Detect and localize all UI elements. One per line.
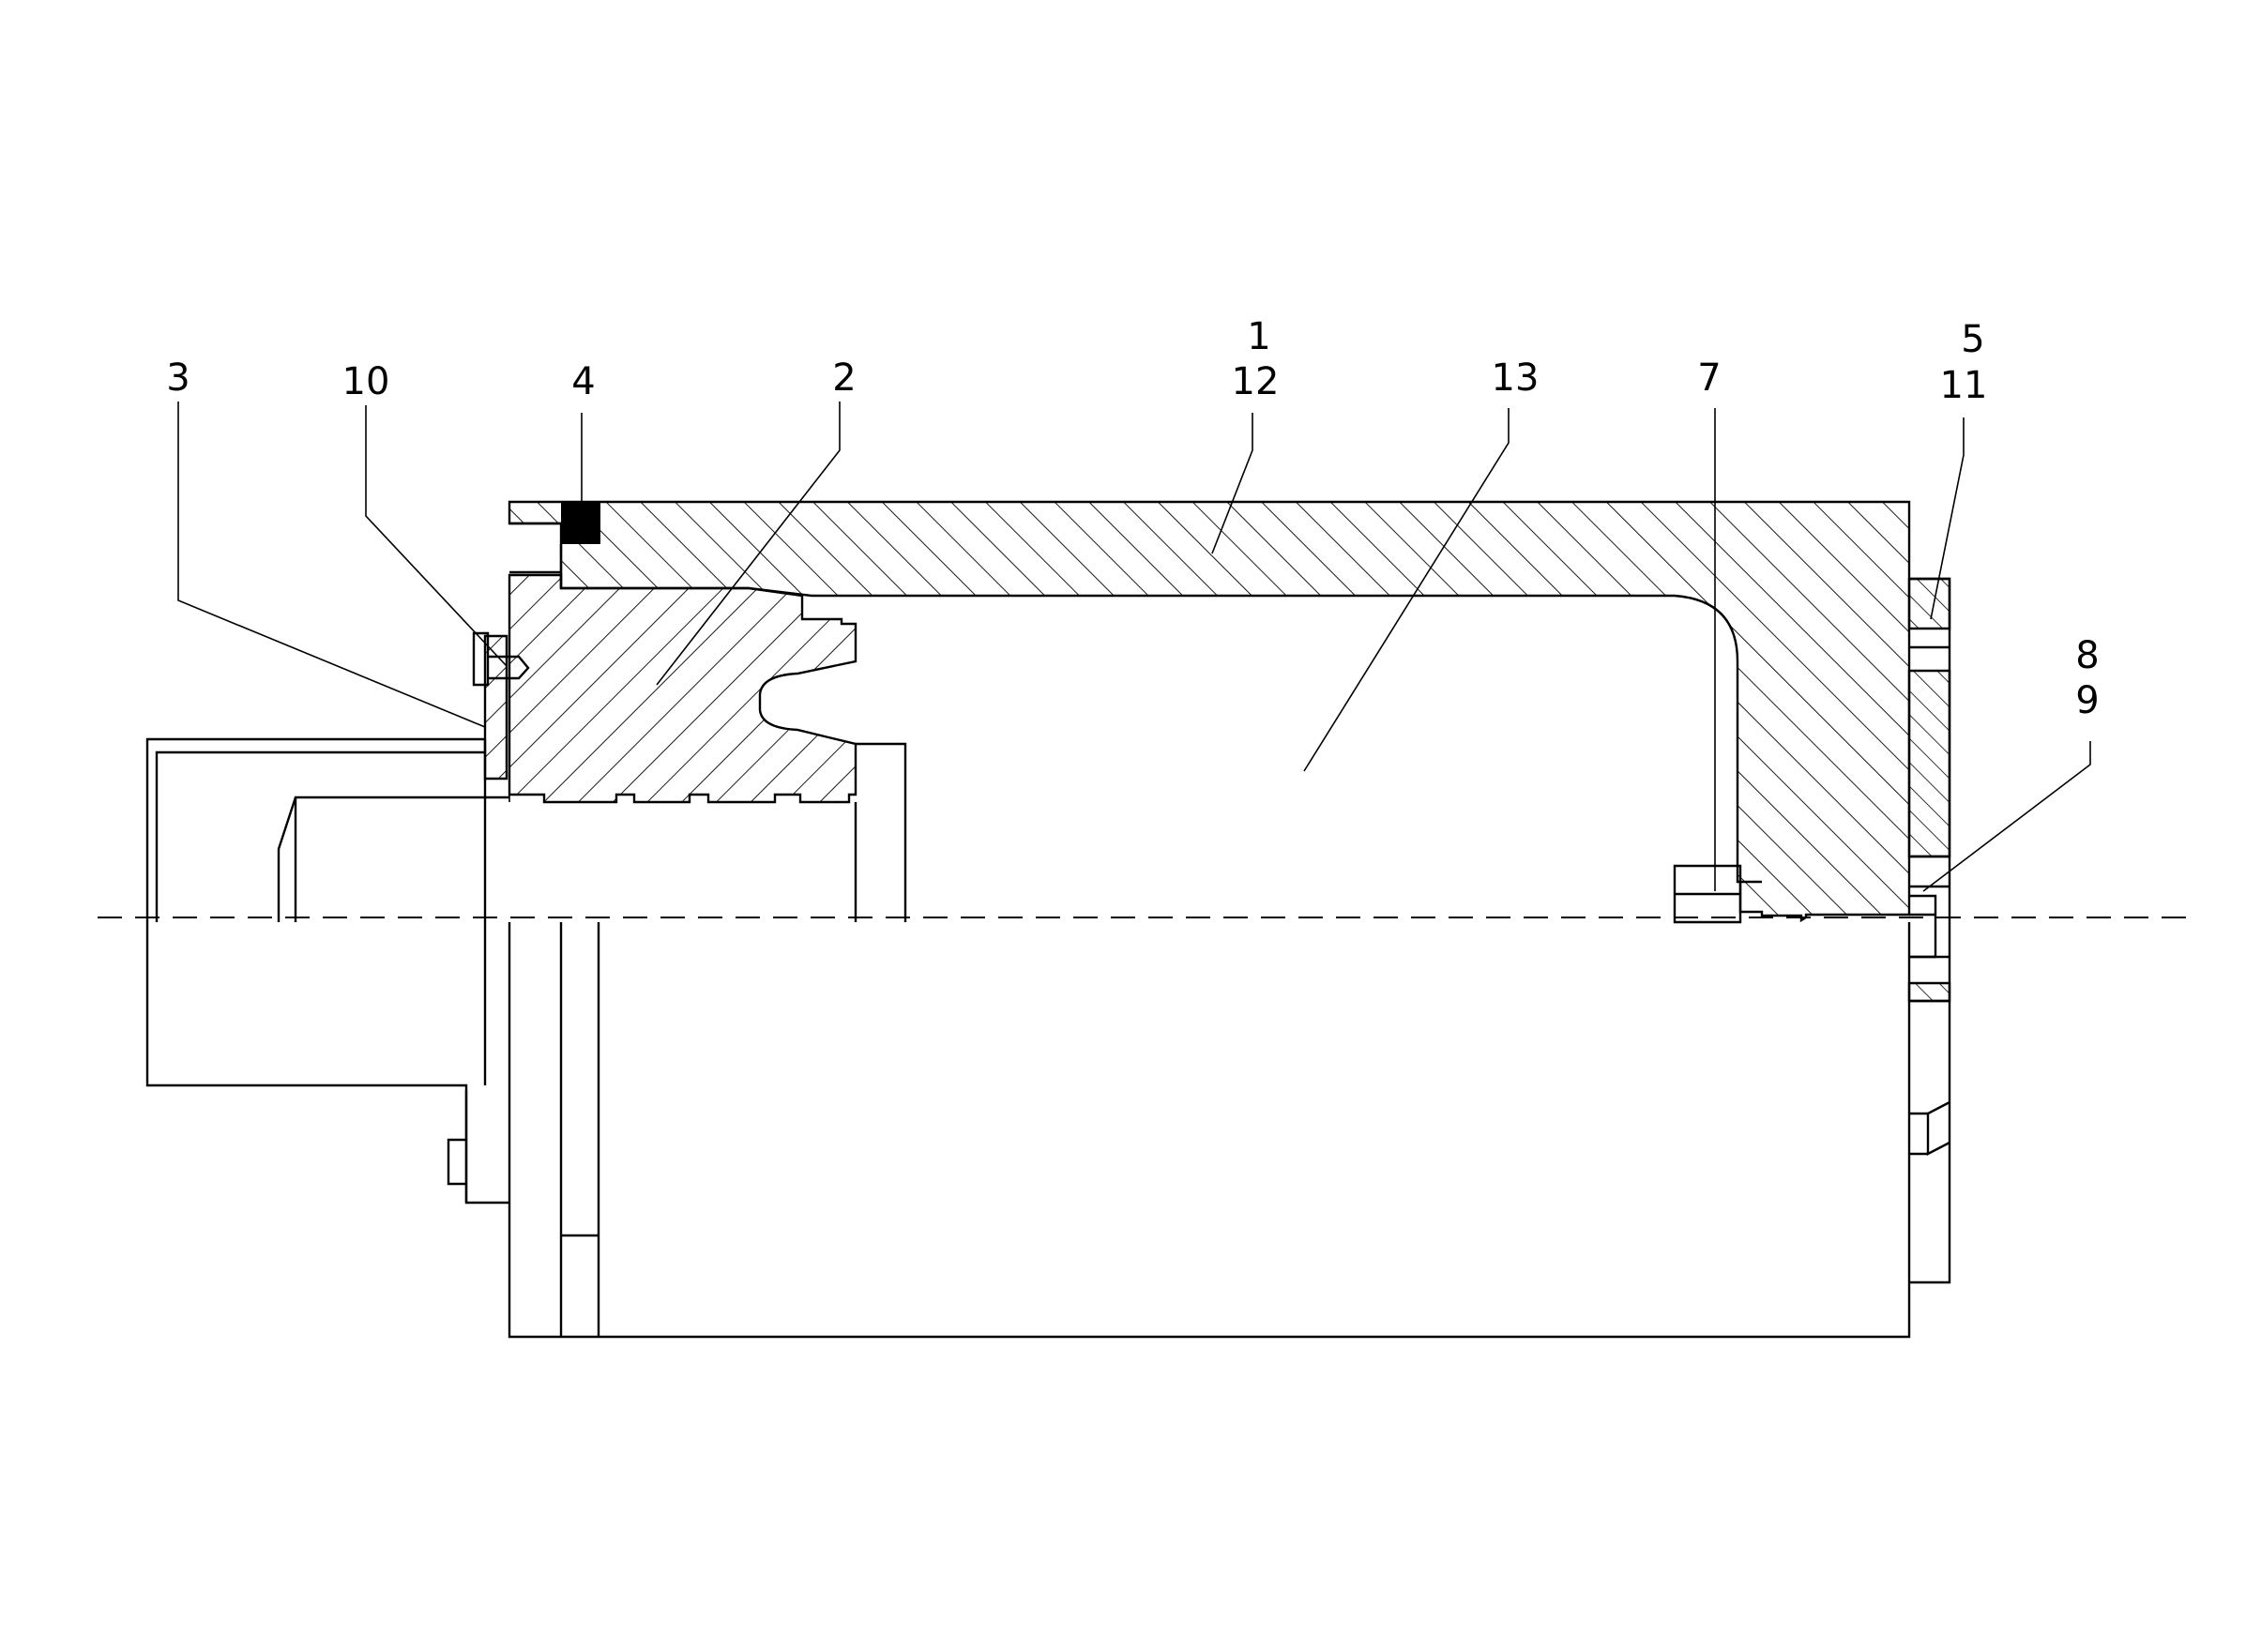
label-11: 11	[1940, 364, 1988, 407]
shaft-inner-outline	[155, 750, 485, 922]
label-8: 8	[2075, 634, 2099, 677]
leader-9	[1922, 741, 2091, 892]
label-13: 13	[1492, 356, 1540, 400]
bearing-7	[1673, 864, 1742, 924]
label-12: 12	[1232, 360, 1280, 403]
shaft-outer-outline	[145, 737, 509, 1205]
label-7: 7	[1697, 356, 1721, 400]
leader-10	[365, 405, 508, 667]
end-plate-lower	[1907, 981, 1951, 1003]
stub-8-9	[1909, 894, 1937, 959]
core-pocket	[856, 742, 907, 922]
leader-11	[1930, 417, 1965, 620]
leader-2	[656, 402, 841, 686]
end-plate-upper	[1907, 577, 1951, 630]
label-9: 9	[2075, 679, 2099, 722]
end-plate-step	[1909, 1100, 1950, 1156]
housing-end-hole	[509, 522, 563, 588]
bolt-lower	[447, 1090, 468, 1203]
label-5: 5	[1961, 318, 1984, 361]
body-lower-outline	[508, 922, 1911, 1339]
label-10: 10	[342, 360, 390, 403]
bushing-section	[483, 634, 508, 781]
label-4: 4	[571, 360, 595, 403]
label-2: 2	[832, 356, 856, 400]
end-plate-outline	[1909, 577, 1951, 1284]
shaft-step	[277, 796, 509, 922]
leader-3	[177, 402, 486, 728]
seal-4	[561, 502, 600, 544]
end-plate-middle	[1907, 669, 1951, 858]
leader-13	[1303, 408, 1510, 772]
bolt-upper	[472, 631, 530, 687]
housing-section	[508, 500, 1911, 923]
lower-bearing-blocks	[508, 795, 545, 802]
leader-12	[1211, 413, 1253, 554]
label-1: 1	[1247, 315, 1270, 358]
label-3: 3	[166, 356, 190, 400]
inner-core-section	[508, 573, 857, 804]
